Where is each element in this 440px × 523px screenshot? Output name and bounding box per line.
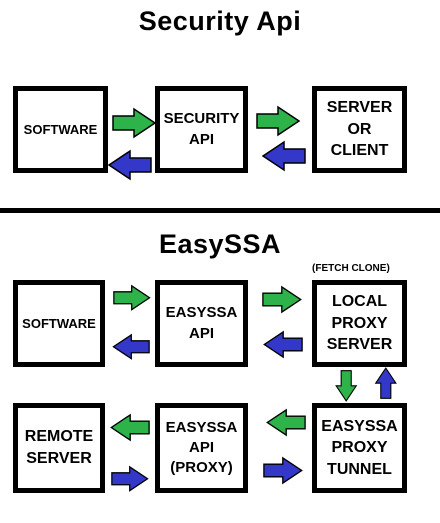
arrow-left-icon bbox=[262, 141, 306, 171]
box-label-line: API bbox=[188, 130, 214, 148]
box-easyssa-proxy-tunnel: EASYSSA PROXY TUNNEL bbox=[312, 403, 407, 493]
box-label-line: REMOTE bbox=[24, 428, 94, 446]
arrow-right-icon bbox=[262, 286, 302, 313]
box-local-proxy-server: LOCAL PROXY SERVER bbox=[312, 280, 407, 367]
box-label-line: PROXY bbox=[331, 314, 388, 332]
box-label: SOFTWARE bbox=[22, 315, 96, 331]
arrow-left-icon bbox=[263, 331, 303, 358]
box-label-line: PROXY bbox=[331, 439, 388, 457]
arrow-right-icon bbox=[112, 108, 156, 138]
arrow-left-icon bbox=[112, 334, 150, 360]
arrow-right-icon bbox=[111, 466, 149, 492]
arrow-right-icon bbox=[256, 106, 300, 136]
arrow-left-icon bbox=[266, 409, 306, 436]
box-easyssa-api-proxy: EASYSSA API (PROXY) bbox=[155, 403, 248, 493]
box-software-top: SOFTWARE bbox=[13, 86, 108, 173]
box-security-api: SECURITY API bbox=[155, 86, 248, 173]
box-label-line: EASYSSA bbox=[165, 418, 238, 436]
box-label-line: SECURITY bbox=[163, 110, 240, 128]
title-security-api: Security Api bbox=[138, 6, 302, 36]
arrow-right-icon bbox=[263, 457, 303, 484]
box-label-line: EASYSSA bbox=[165, 304, 238, 322]
box-label-line: TUNNEL bbox=[327, 460, 392, 478]
arrow-right-icon bbox=[113, 285, 151, 311]
title-easyssa: EasySSA bbox=[158, 229, 282, 259]
arrow-left-icon bbox=[108, 150, 152, 180]
box-easyssa-api: EASYSSA API bbox=[155, 280, 248, 367]
box-label-line: SERVER bbox=[26, 450, 92, 467]
arrow-down-icon bbox=[335, 370, 357, 402]
box-label-line: SERVER bbox=[326, 99, 393, 117]
box-label-line: API bbox=[188, 324, 214, 342]
arrow-left-icon bbox=[110, 414, 150, 441]
box-label-line: EASYSSA bbox=[321, 417, 398, 435]
fetch-clone-note: (FETCH CLONE) bbox=[312, 263, 390, 274]
box-label: SOFTWARE bbox=[23, 121, 98, 137]
box-label-line: CLIENT bbox=[330, 142, 389, 160]
box-label-line: API bbox=[188, 438, 214, 456]
box-label-line: OR bbox=[347, 120, 372, 138]
section-divider bbox=[0, 208, 440, 213]
box-label-line: SERVER bbox=[326, 336, 393, 354]
box-remote-server: REMOTE SERVER bbox=[13, 403, 105, 493]
box-label-line: (PROXY) bbox=[170, 459, 233, 477]
box-label-line: LOCAL bbox=[331, 293, 388, 311]
box-software-bottom: SOFTWARE bbox=[13, 280, 105, 367]
arrow-up-icon bbox=[375, 367, 397, 399]
box-server-or-client: SERVER OR CLIENT bbox=[312, 86, 407, 173]
